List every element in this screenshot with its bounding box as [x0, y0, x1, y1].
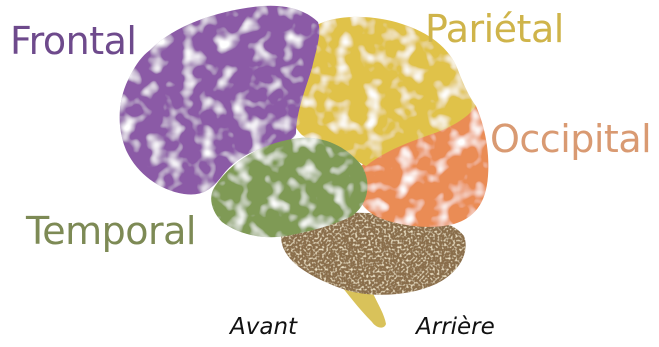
occipital-label: Occipital: [490, 120, 651, 158]
front-direction-label: Avant: [230, 316, 297, 339]
parietal-label: Pariétal: [425, 10, 564, 48]
frontal-label: Frontal: [10, 22, 136, 60]
temporal-label: Temporal: [26, 212, 196, 250]
back-direction-label: Arrière: [416, 316, 495, 339]
